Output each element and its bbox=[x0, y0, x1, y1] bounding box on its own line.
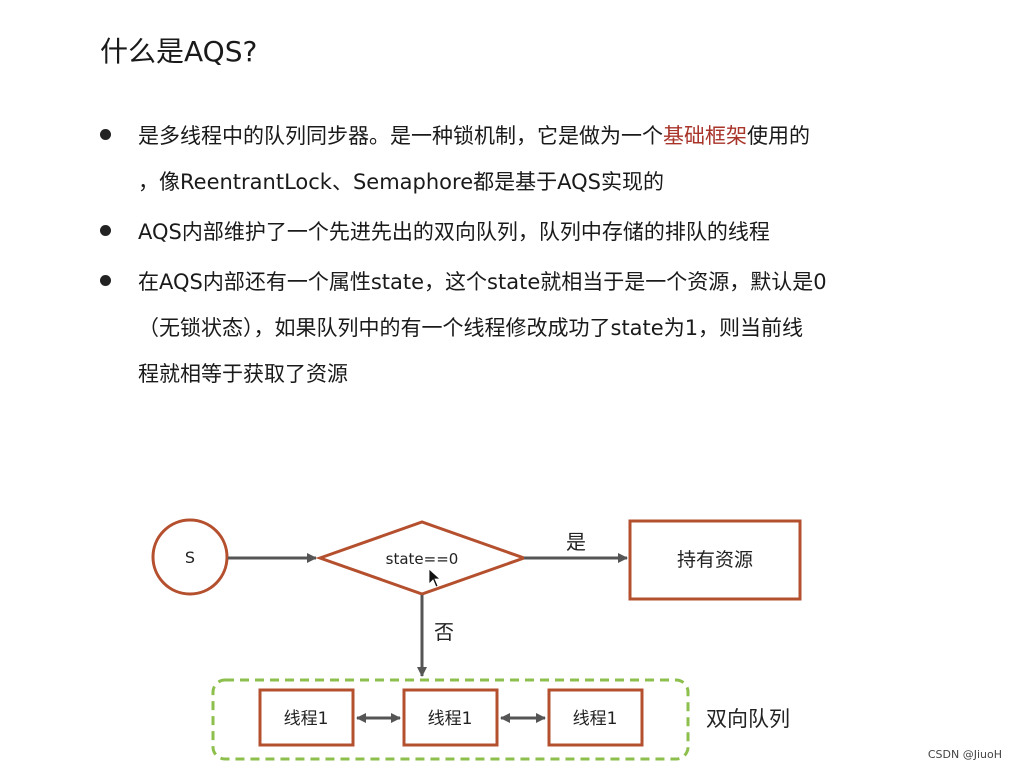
bullet-text: 是多线程中的队列同步器。是一种锁机制，它是做为一个基础框架使用的 ，像Reent… bbox=[138, 113, 980, 205]
start-label: S bbox=[185, 548, 195, 567]
queue-node-label: 线程1 bbox=[573, 709, 618, 729]
bullet-item: 是多线程中的队列同步器。是一种锁机制，它是做为一个基础框架使用的 ，像Reent… bbox=[100, 113, 980, 205]
bullet-text-line: 在AQS内部还有一个属性state，这个state就相当于是一个资源，默认是0 bbox=[138, 270, 827, 294]
bullet-item: AQS内部维护了一个先进先出的双向队列，队列中存储的排队的线程 bbox=[100, 209, 980, 255]
watermark: CSDN @JiuoH bbox=[927, 748, 1002, 761]
bullet-dot-icon bbox=[100, 275, 111, 286]
resource-label: 持有资源 bbox=[677, 549, 753, 571]
mouse-cursor-icon bbox=[428, 568, 442, 588]
slide-title: 什么是AQS? bbox=[100, 35, 258, 68]
yes-label: 是 bbox=[566, 530, 586, 554]
queue-node bbox=[258, 688, 355, 747]
resource-node bbox=[628, 519, 802, 601]
bullet-text-line: 程就相等于获取了资源 bbox=[138, 362, 348, 386]
no-label: 否 bbox=[434, 620, 454, 644]
queue-label: 双向队列 bbox=[706, 707, 790, 731]
highlighted-term: 基础框架 bbox=[663, 124, 747, 148]
decision-label: state==0 bbox=[386, 550, 459, 568]
bullet-text-line: （无锁状态），如果队列中的有一个线程修改成功了state为1，则当前线 bbox=[138, 316, 804, 340]
bullet-text: AQS内部维护了一个先进先出的双向队列，队列中存储的排队的线程 bbox=[138, 209, 980, 255]
bullet-list: 是多线程中的队列同步器。是一种锁机制，它是做为一个基础框架使用的 ，像Reent… bbox=[100, 113, 980, 401]
queue-node bbox=[402, 688, 499, 747]
bullet-text-segment: 使用的 bbox=[747, 124, 810, 148]
start-node bbox=[151, 518, 229, 596]
bullet-item: 在AQS内部还有一个属性state，这个state就相当于是一个资源，默认是0 … bbox=[100, 259, 980, 397]
bullet-dot-icon bbox=[100, 129, 111, 140]
bullet-text-segment: 是多线程中的队列同步器。是一种锁机制，它是做为一个 bbox=[138, 124, 663, 148]
queue-node-label: 线程1 bbox=[284, 709, 329, 729]
bullet-text-line: AQS内部维护了一个先进先出的双向队列，队列中存储的排队的线程 bbox=[138, 220, 770, 244]
bullet-text: 在AQS内部还有一个属性state，这个state就相当于是一个资源，默认是0 … bbox=[138, 259, 980, 397]
queue-node bbox=[547, 688, 644, 747]
queue-node-label: 线程1 bbox=[428, 709, 473, 729]
bullet-text-line: ，像ReentrantLock、Semaphore都是基于AQS实现的 bbox=[138, 170, 664, 194]
bullet-dot-icon bbox=[100, 225, 111, 236]
